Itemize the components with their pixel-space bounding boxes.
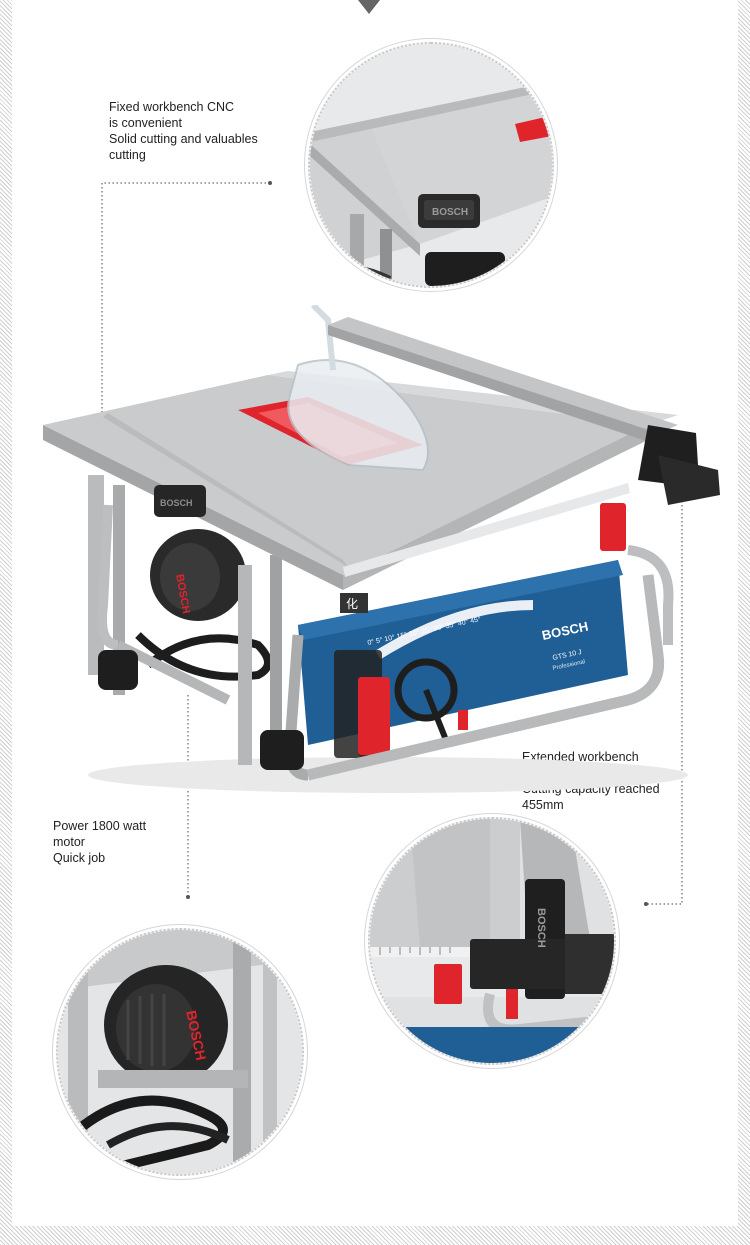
caption-line: Quick job	[53, 851, 106, 865]
caption-line: is convenient	[109, 116, 182, 130]
detail-circle-fence: BOSCH	[368, 817, 616, 1065]
leader-dot	[186, 895, 190, 899]
caption-power-motor: Power 1800 watt motor Quick job	[53, 818, 146, 866]
caption-line: Fixed workbench CNC	[109, 100, 235, 114]
svg-text:BOSCH: BOSCH	[432, 207, 468, 218]
table-logo-label: BOSCH	[160, 498, 193, 508]
caption-fixed-workbench: Fixed workbench CNC is convenient Solid …	[109, 99, 258, 163]
table-saw-illustration: BOSCH 0° 5° 10° 15° 20° 25° 30° 35° 40° …	[28, 305, 728, 800]
stray-glyph: 化	[346, 597, 358, 611]
detail-circle-motor: BOSCH	[56, 928, 304, 1176]
caption-line: cutting	[109, 148, 146, 162]
fence-brand-label: BOSCH	[535, 908, 547, 948]
leader-dot	[268, 181, 272, 185]
top-arrow-marker	[358, 0, 380, 14]
caption-line: motor	[53, 835, 85, 849]
caption-line: Power 1800 watt	[53, 819, 147, 833]
leader-dot	[644, 902, 648, 906]
caption-line: Solid cutting and valuables	[109, 132, 258, 146]
leader-line-top	[101, 182, 270, 432]
detail-circle-table: BOSCH	[308, 42, 554, 288]
caption-line: 455mm	[522, 798, 564, 812]
